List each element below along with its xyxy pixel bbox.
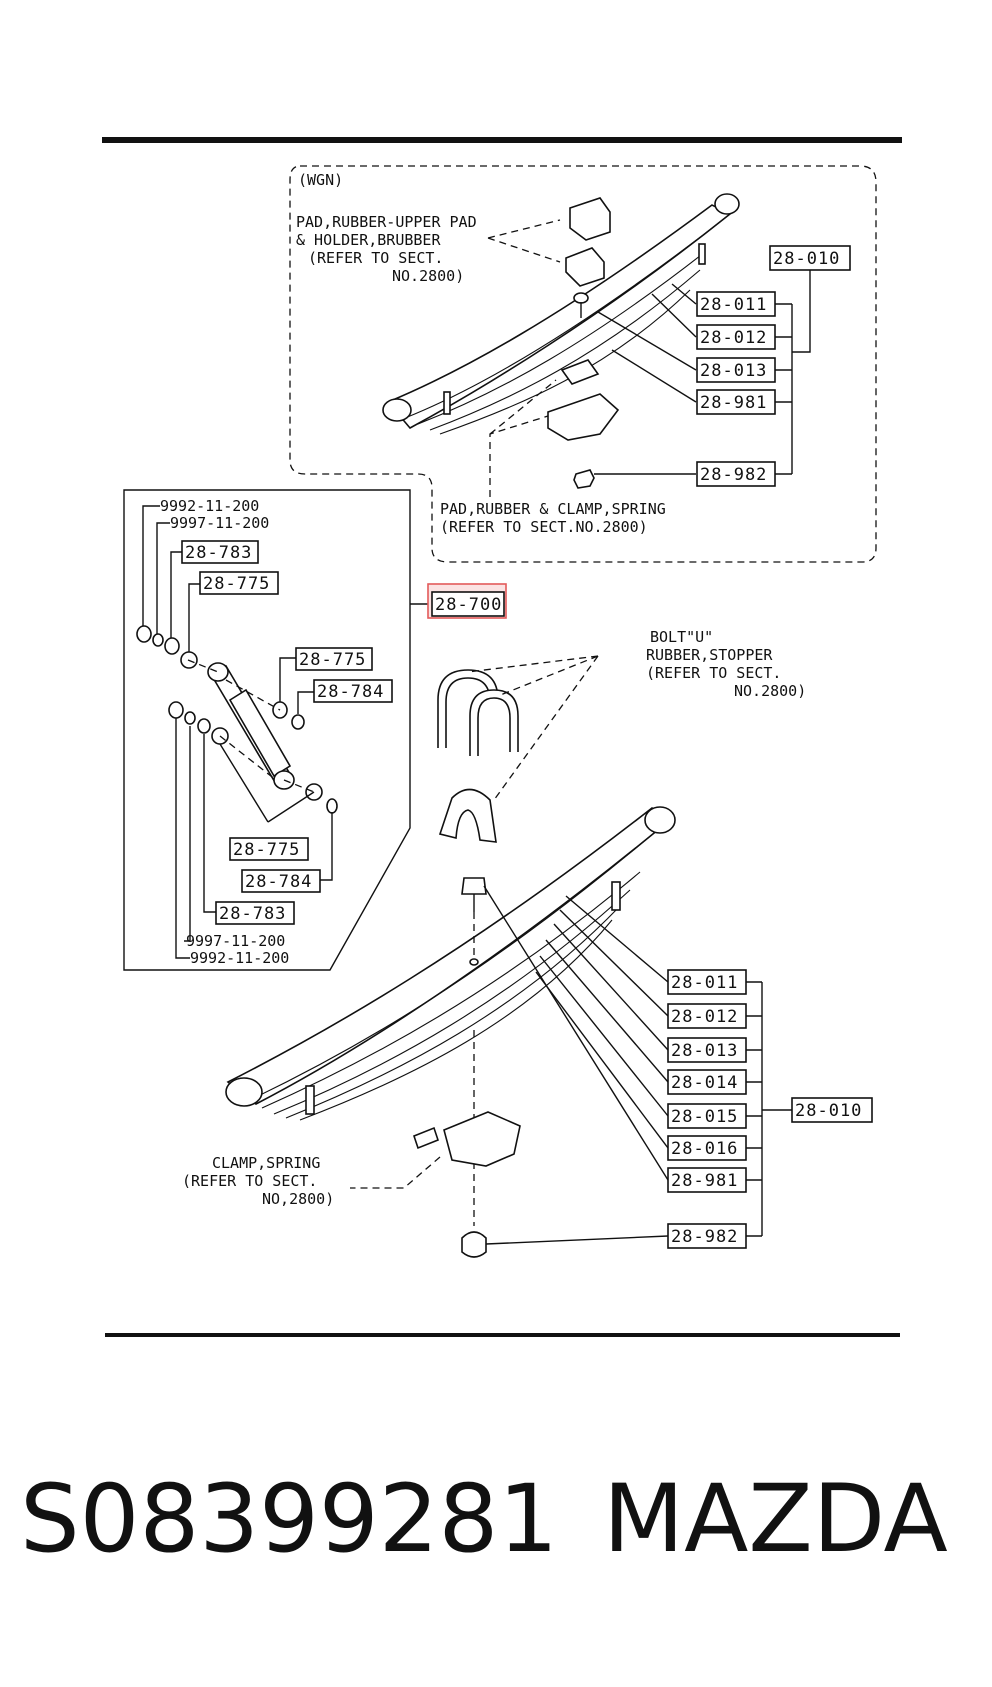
lower-part-label: 28-013 (671, 1041, 738, 1061)
svg-text:(REFER TO SECT.NO.2800): (REFER TO SECT.NO.2800) (440, 518, 648, 536)
svg-text:28-783: 28-783 (185, 543, 252, 563)
part-number: S08399281 (20, 1465, 559, 1574)
svg-text:BOLT"U": BOLT"U" (650, 628, 713, 646)
wgn-tag: (WGN) (298, 171, 343, 189)
bolt-callout: BOLT"U" RUBBER,STOPPER (REFER TO SECT. N… (646, 628, 806, 700)
lower-leaf-spring (225, 806, 676, 1121)
svg-text:28-783: 28-783 (219, 904, 286, 924)
rubber-stopper (438, 788, 497, 843)
svg-text:28-775: 28-775 (299, 650, 366, 670)
u-bolts (437, 669, 519, 756)
svg-text:PAD,RUBBER & CLAMP,SPRING: PAD,RUBBER & CLAMP,SPRING (440, 500, 666, 518)
svg-text:NO,2800): NO,2800) (262, 1190, 334, 1208)
upper-part-label: 28-982 (700, 465, 767, 485)
lower-part-label: 28-011 (671, 973, 738, 993)
upper-callout: PAD,RUBBER-UPPER PAD & HOLDER,BRUBBER (R… (296, 213, 477, 285)
svg-text:9992-11-200: 9992-11-200 (190, 949, 289, 967)
upper-group-label: 28-010 (773, 249, 840, 269)
lower-part-list: 28-011 28-012 28-013 28-014 28-015 28-01… (483, 885, 873, 1249)
svg-text:RUBBER,STOPPER: RUBBER,STOPPER (646, 646, 773, 664)
shock-part-list: 9992-11-200 9997-11-200 28-783 28-775 28… (142, 497, 393, 967)
upper-pad-parts (547, 197, 620, 489)
svg-text:9997-11-200: 9997-11-200 (170, 514, 269, 532)
lower-part-label: 28-014 (671, 1073, 738, 1093)
mid-callout: PAD,RUBBER & CLAMP,SPRING (REFER TO SECT… (440, 500, 666, 536)
brand-name: MAZDA (603, 1465, 948, 1574)
svg-text:28-700: 28-700 (435, 595, 502, 615)
upper-pad-leader (487, 219, 561, 263)
svg-text:9997-11-200: 9997-11-200 (186, 932, 285, 950)
upper-leaf-spring (382, 193, 740, 435)
footer: S08399281 MAZDA (0, 1465, 992, 1575)
lower-part-label: 28-012 (671, 1007, 738, 1027)
upper-part-label: 28-011 (700, 295, 767, 315)
svg-text:(REFER TO SECT.: (REFER TO SECT. (308, 249, 443, 267)
svg-text:(REFER TO SECT.: (REFER TO SECT. (182, 1172, 317, 1190)
svg-text:(REFER TO SECT.: (REFER TO SECT. (646, 664, 781, 682)
svg-text:NO.2800): NO.2800) (734, 682, 806, 700)
svg-text:PAD,RUBBER-UPPER PAD: PAD,RUBBER-UPPER PAD (296, 213, 477, 231)
upper-part-list: 28-011 28-012 28-013 28-981 28-982 28-01… (594, 245, 851, 487)
lower-part-label: 28-982 (671, 1227, 738, 1247)
upper-part-label: 28-013 (700, 361, 767, 381)
svg-text:28-775: 28-775 (203, 574, 270, 594)
shock-group-callout: 28-700 (427, 583, 507, 619)
svg-text:& HOLDER,BRUBBER: & HOLDER,BRUBBER (296, 231, 441, 249)
svg-text:28-784: 28-784 (245, 872, 312, 892)
svg-text:NO.2800): NO.2800) (392, 267, 464, 285)
shock-panel (123, 489, 411, 971)
center-bolt-assembly (413, 877, 521, 1258)
upper-part-label: 28-981 (700, 393, 767, 413)
svg-text:CLAMP,SPRING: CLAMP,SPRING (212, 1154, 320, 1172)
svg-text:28-784: 28-784 (317, 682, 384, 702)
lower-part-label: 28-016 (671, 1139, 738, 1159)
mid-pad-leader (489, 379, 557, 497)
svg-text:9992-11-200: 9992-11-200 (160, 497, 259, 515)
lower-group-label: 28-010 (795, 1101, 862, 1121)
clamp-callout: CLAMP,SPRING (REFER TO SECT. NO,2800) (182, 1154, 334, 1208)
lower-part-label: 28-981 (671, 1171, 738, 1191)
upper-part-label: 28-012 (700, 328, 767, 348)
svg-text:28-775: 28-775 (233, 840, 300, 860)
lower-part-label: 28-015 (671, 1107, 738, 1127)
shock-absorber (136, 625, 338, 814)
